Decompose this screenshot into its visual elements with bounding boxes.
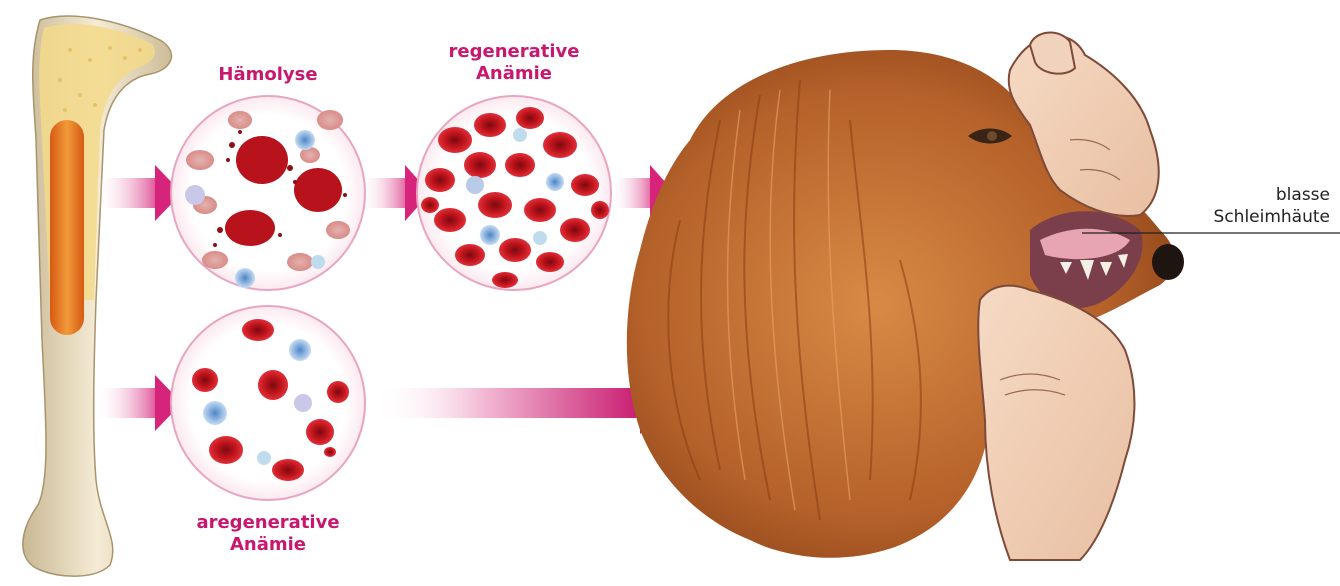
aregenerative-circle [171,306,365,500]
aregenerative-anemia-label: aregenerative Anämie [178,512,358,556]
regenerative-circle [417,96,611,290]
bone-illustration [23,16,172,576]
haemolysis-circle [171,96,365,290]
regenerative-anemia-label: regenerative Anämie [434,41,594,85]
arrow-aregenerative-to-dog [375,372,672,434]
arrow-bone-to-haemolysis [95,165,182,221]
arrow-bone-to-aregenerative [95,375,182,431]
haemolysis-label: Hämolyse [188,64,348,86]
pale-mucous-membranes-label: blasse Schleimhäute [1180,184,1330,228]
